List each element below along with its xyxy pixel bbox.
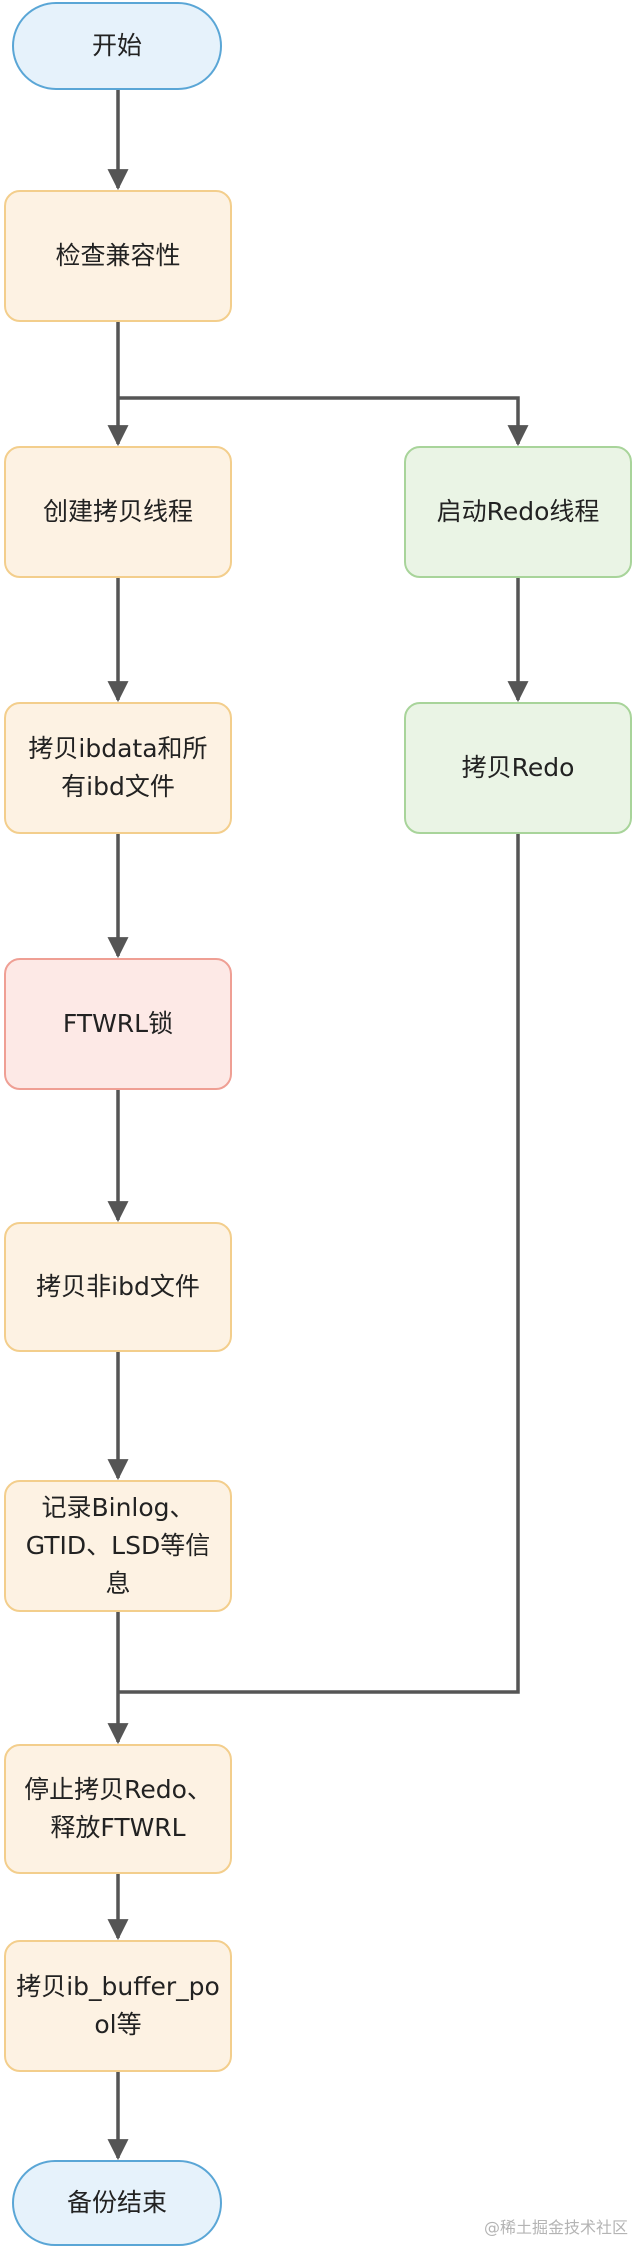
- check-compatibility-node: 检查兼容性: [4, 190, 232, 322]
- create-copy-thread-node: 创建拷贝线程: [4, 446, 232, 578]
- copy-ibdata-label: 拷贝ibdata和所有ibd文件: [28, 734, 208, 801]
- copy-redo-label: 拷贝Redo: [461, 753, 575, 782]
- edge-copy-redo-to-merge: [118, 834, 520, 1694]
- record-info-node: 记录Binlog、GTID、LSD等信息: [4, 1480, 232, 1612]
- end-node: 备份结束: [12, 2160, 222, 2246]
- start-redo-thread-node: 启动Redo线程: [404, 446, 632, 578]
- copy-ibdata-node: 拷贝ibdata和所有ibd文件: [4, 702, 232, 834]
- check-compatibility-label: 检查兼容性: [55, 241, 181, 270]
- ftwrl-lock-node: FTWRL锁: [4, 958, 232, 1090]
- start-node: 开始: [12, 2, 222, 90]
- start-redo-thread-label: 启动Redo线程: [436, 497, 600, 526]
- copy-buffer-pool-node: 拷贝ib_buffer_pool等: [4, 1940, 232, 2072]
- copy-buffer-pool-label: 拷贝ib_buffer_pool等: [16, 1972, 220, 2039]
- copy-redo-node: 拷贝Redo: [404, 702, 632, 834]
- end-label: 备份结束: [66, 2188, 167, 2217]
- start-label: 开始: [91, 31, 142, 60]
- create-copy-thread-label: 创建拷贝线程: [42, 497, 193, 526]
- stop-redo-node: 停止拷贝Redo、释放FTWRL: [4, 1744, 232, 1874]
- ftwrl-lock-label: FTWRL锁: [62, 1009, 174, 1038]
- stop-redo-label: 停止拷贝Redo、释放FTWRL: [24, 1775, 212, 1842]
- edge-check-to-redo-thread: [118, 396, 529, 447]
- record-info-label: 记录Binlog、GTID、LSD等信息: [25, 1493, 211, 1598]
- copy-non-ibd-node: 拷贝非ibd文件: [4, 1222, 232, 1352]
- watermark: @稀土掘金技术社区: [483, 2218, 628, 2237]
- copy-non-ibd-label: 拷贝非ibd文件: [36, 1272, 200, 1301]
